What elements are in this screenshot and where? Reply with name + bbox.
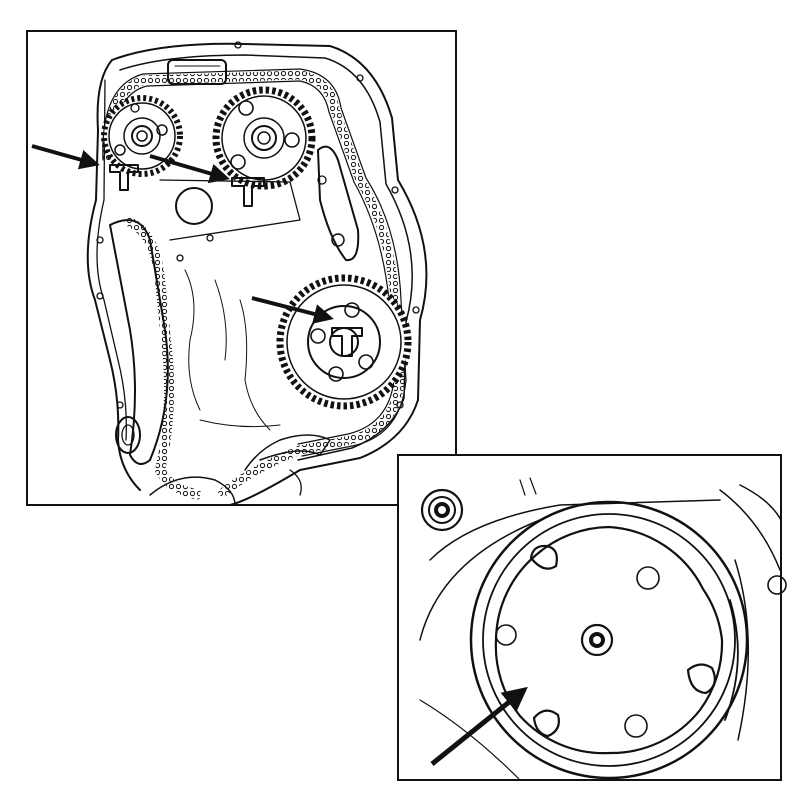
- sprocket-icon: [101, 95, 183, 177]
- engine-cover-outline: [111, 42, 428, 506]
- arrow-icon: [149, 154, 230, 184]
- locking-tool-icon: [331, 327, 363, 357]
- timing-disc: [494, 525, 724, 755]
- bolt-hole-icon: [580, 623, 614, 657]
- crank-pulley-detail-panel: [397, 454, 787, 781]
- sprocket-icon: [212, 86, 316, 190]
- arrow-icon: [430, 686, 528, 766]
- locking-tool-icon: [109, 164, 139, 191]
- arrow-icon: [31, 144, 100, 170]
- lower-tensioner: [115, 416, 141, 454]
- chain-guide-right: [317, 145, 360, 262]
- timing-chain-overview-panel: [26, 30, 457, 506]
- sprocket-icon: [276, 274, 412, 410]
- tensioner-bore: [175, 187, 213, 225]
- arrow-icon: [251, 296, 334, 324]
- locking-tool-icon: [231, 177, 265, 207]
- crank-pulley: [469, 500, 749, 780]
- bolt-hole-icon: [420, 488, 464, 532]
